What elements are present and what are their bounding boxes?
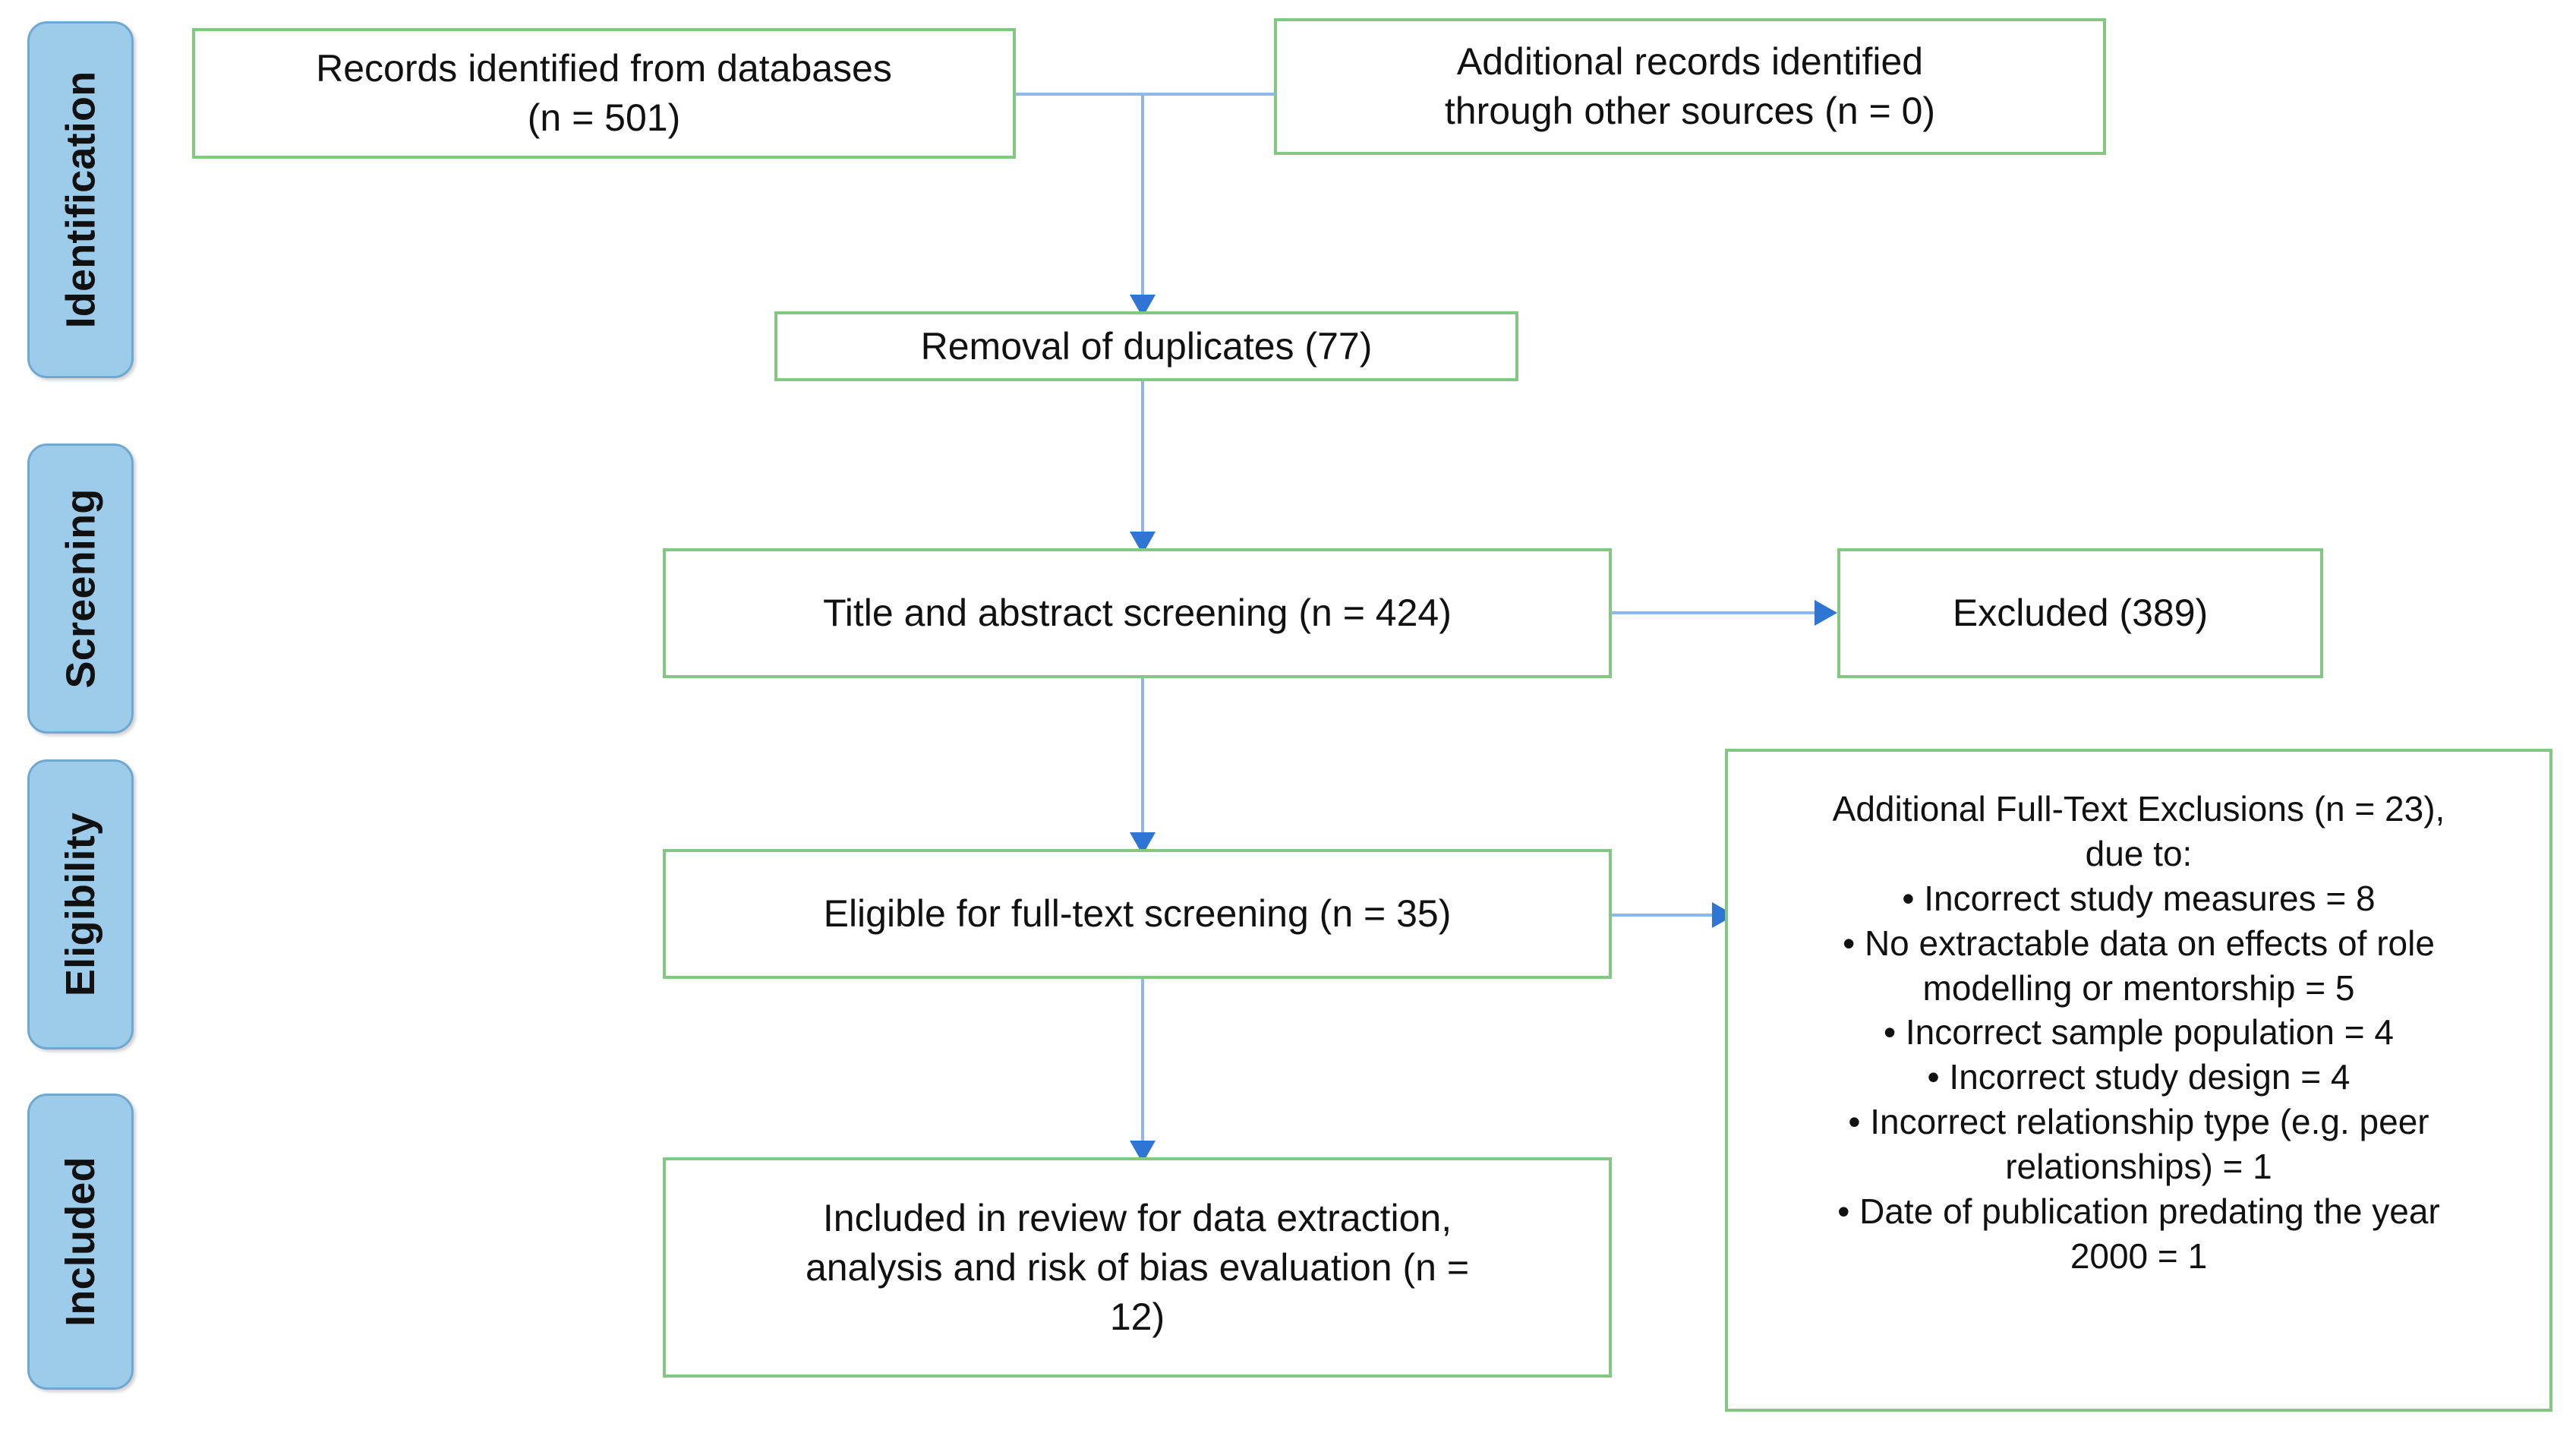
box-records-identified-databases-text: Records identified from databases (n = 5…	[316, 47, 892, 139]
connector-identification-join	[1016, 93, 1275, 96]
box-included-in-review: Included in review for data extraction, …	[663, 1157, 1612, 1378]
connector-duplicates-to-screening	[1141, 381, 1144, 547]
box-additional-full-text-exclusions: Additional Full-Text Exclusions (n = 23)…	[1725, 749, 2552, 1412]
box-additional-records-other-sources: Additional records identified through ot…	[1274, 18, 2106, 155]
connector-screening-to-eligible	[1141, 678, 1144, 847]
box-eligible-full-text-screening-text: Eligible for full-text screening (n = 35…	[823, 892, 1452, 935]
stage-label-included-text: Included	[58, 1157, 103, 1327]
box-title-abstract-screening-text: Title and abstract screening (n = 424)	[823, 592, 1452, 634]
box-records-identified-databases: Records identified from databases (n = 5…	[192, 28, 1016, 159]
box-excluded-screening-text: Excluded (389)	[1952, 592, 2209, 634]
stage-label-included: Included	[27, 1094, 134, 1390]
stage-label-identification: Identification	[27, 21, 134, 378]
box-included-in-review-text: Included in review for data extraction, …	[805, 1196, 1470, 1338]
stage-label-screening-text: Screening	[58, 488, 104, 689]
stage-label-screening: Screening	[27, 443, 134, 734]
stage-label-eligibility: Eligibility	[27, 759, 134, 1049]
stage-label-identification-text: Identification	[58, 71, 103, 329]
box-removal-of-duplicates-text: Removal of duplicates (77)	[920, 324, 1373, 368]
box-excluded-screening: Excluded (389)	[1837, 548, 2323, 678]
connector-eligible-to-included	[1141, 979, 1144, 1155]
box-additional-records-other-sources-text: Additional records identified through ot…	[1444, 40, 1936, 132]
box-additional-full-text-exclusions-text: Additional Full-Text Exclusions (n = 23)…	[1832, 789, 2445, 1276]
box-title-abstract-screening: Title and abstract screening (n = 424)	[663, 548, 1612, 678]
box-removal-of-duplicates: Removal of duplicates (77)	[774, 311, 1518, 381]
connector-identification-down	[1141, 93, 1144, 309]
connector-eligible-to-fulltext-exclusions	[1612, 914, 1726, 917]
connector-screening-to-excluded	[1612, 611, 1824, 614]
stage-label-eligibility-text: Eligibility	[58, 812, 104, 997]
arrowhead-to-excluded	[1815, 600, 1837, 626]
box-eligible-full-text-screening: Eligible for full-text screening (n = 35…	[663, 849, 1612, 979]
